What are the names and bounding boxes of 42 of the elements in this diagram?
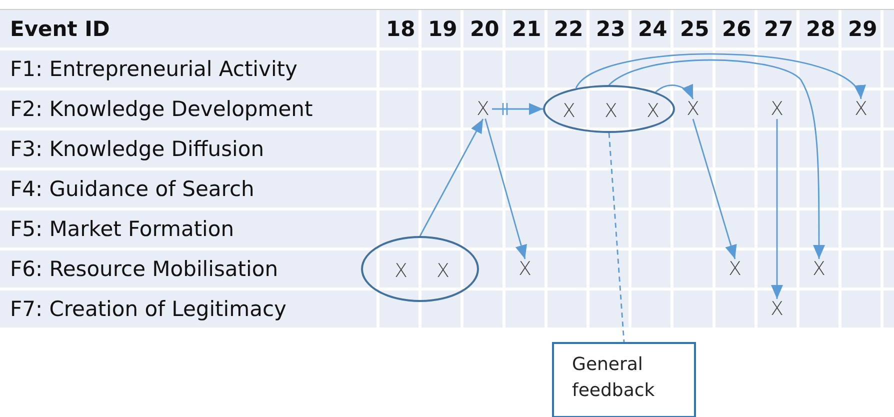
row-label: F7: Creation of Legitimacy [10,296,286,322]
cross-mark: X [810,259,828,279]
arrow [692,118,737,260]
cross-mark: X [602,101,620,121]
group-ellipse [543,85,675,133]
cross-mark: X [726,259,744,279]
column-header: 23 [596,16,626,42]
row-label: F2: Knowledge Development [10,96,313,122]
cross-mark: X [852,99,870,119]
column-header: 26 [722,16,752,42]
row-label: F6: Resource Mobilisation [10,256,278,282]
cross-mark: X [768,299,786,319]
cross-mark: X [434,261,452,281]
cross-mark: X [768,99,786,119]
column-header: Event ID [10,16,110,42]
arrow [771,119,783,299]
dashed-line [608,132,625,342]
cross-mark: X [560,101,578,121]
column-header: 27 [764,16,794,42]
group-ellipse [361,236,479,302]
cross-mark: X [392,261,410,281]
row-label: F1: Entrepreneurial Activity [10,56,298,82]
column-header: 29 [848,16,878,42]
cross-mark: X [684,99,702,119]
column-header: 22 [554,16,584,42]
column-header: 18 [386,16,416,42]
row-label: F3: Knowledge Diffusion [10,136,264,162]
column-header: 24 [638,16,668,42]
column-header: 21 [512,16,542,42]
row-label: F4: Guidance of Search [10,176,254,202]
column-header: 19 [428,16,458,42]
cross-mark: X [516,259,534,279]
arrow [419,118,484,236]
row-label: F5: Market Formation [10,216,234,242]
cross-mark: X [644,101,662,121]
column-header: 25 [680,16,710,42]
note-box: General feedback [552,342,696,417]
arrow [484,118,527,260]
column-header: 20 [470,16,500,42]
column-header: 28 [806,16,836,42]
arrow [492,103,543,115]
cross-mark: X [474,99,492,119]
